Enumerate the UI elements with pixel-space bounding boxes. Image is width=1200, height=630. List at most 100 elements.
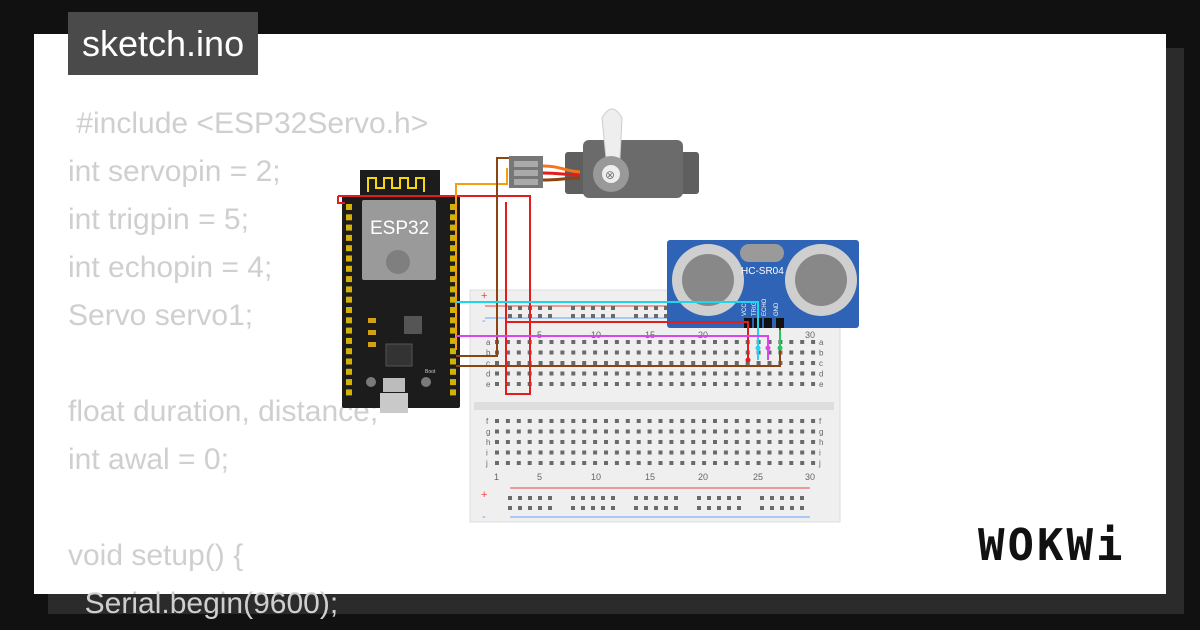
esp32-pin[interactable]: [346, 389, 352, 396]
esp32-pin[interactable]: [346, 234, 352, 241]
rail-hole[interactable]: [664, 306, 668, 310]
breadboard-hole[interactable]: [756, 450, 761, 455]
breadboard-hole[interactable]: [593, 382, 598, 386]
breadboard-hole[interactable]: [560, 461, 565, 465]
breadboard-hole[interactable]: [647, 350, 652, 355]
breadboard-hole[interactable]: [723, 350, 728, 355]
breadboard-hole[interactable]: [571, 429, 576, 434]
esp32-pin[interactable]: [346, 265, 352, 272]
breadboard-hole[interactable]: [538, 419, 543, 423]
breadboard-hole[interactable]: [625, 361, 630, 365]
breadboard-hole[interactable]: [658, 361, 663, 365]
rail-hole[interactable]: [664, 314, 668, 318]
rail-hole[interactable]: [707, 506, 711, 510]
breadboard-hole[interactable]: [593, 371, 598, 376]
breadboard-hole[interactable]: [516, 419, 521, 423]
breadboard-hole[interactable]: [538, 340, 543, 344]
breadboard-hole[interactable]: [789, 450, 794, 455]
rail-hole[interactable]: [571, 506, 575, 510]
breadboard-hole[interactable]: [734, 440, 739, 444]
breadboard-hole[interactable]: [636, 429, 641, 434]
breadboard-hole[interactable]: [636, 382, 641, 386]
breadboard-hole[interactable]: [702, 429, 707, 434]
rail-hole[interactable]: [790, 496, 794, 500]
breadboard-hole[interactable]: [778, 419, 783, 423]
breadboard-hole[interactable]: [625, 371, 630, 376]
breadboard-hole[interactable]: [636, 371, 641, 376]
breadboard-hole[interactable]: [604, 371, 608, 376]
breadboard-hole[interactable]: [647, 450, 652, 455]
rail-hole[interactable]: [571, 496, 575, 500]
breadboard-hole[interactable]: [614, 440, 619, 444]
rail-hole[interactable]: [611, 306, 615, 310]
esp32-pin[interactable]: [346, 204, 352, 210]
breadboard-hole[interactable]: [582, 350, 587, 355]
breadboard-hole[interactable]: [756, 429, 761, 434]
rail-hole[interactable]: [591, 506, 595, 510]
breadboard-hole[interactable]: [734, 350, 739, 355]
breadboard-hole[interactable]: [625, 450, 630, 455]
breadboard-hole[interactable]: [636, 350, 641, 355]
breadboard-hole[interactable]: [811, 371, 816, 376]
breadboard-hole[interactable]: [734, 450, 739, 455]
file-tab[interactable]: sketch.ino: [68, 12, 259, 75]
breadboard-hole[interactable]: [582, 361, 587, 365]
breadboard-hole[interactable]: [571, 350, 576, 355]
rail-hole[interactable]: [508, 506, 512, 510]
breadboard-hole[interactable]: [516, 340, 521, 344]
breadboard-hole[interactable]: [669, 371, 674, 376]
rail-hole[interactable]: [800, 506, 804, 510]
esp32-pin[interactable]: [346, 327, 352, 334]
breadboard-hole[interactable]: [778, 429, 783, 434]
esp32-pin[interactable]: [450, 358, 456, 365]
breadboard-hole[interactable]: [680, 440, 685, 444]
breadboard-hole[interactable]: [734, 340, 739, 344]
breadboard-hole[interactable]: [800, 361, 805, 365]
breadboard-hole[interactable]: [811, 382, 816, 386]
breadboard-hole[interactable]: [505, 350, 510, 355]
breadboard-hole[interactable]: [658, 419, 663, 423]
breadboard-hole[interactable]: [495, 382, 499, 386]
rail-hole[interactable]: [518, 314, 522, 318]
esp32-pin[interactable]: [450, 276, 456, 283]
breadboard-hole[interactable]: [625, 419, 630, 423]
rail-hole[interactable]: [548, 314, 552, 318]
breadboard-hole[interactable]: [647, 340, 652, 344]
breadboard-hole[interactable]: [778, 382, 783, 386]
breadboard-hole[interactable]: [582, 440, 587, 444]
breadboard-hole[interactable]: [571, 440, 576, 444]
breadboard-hole[interactable]: [614, 461, 619, 465]
breadboard-hole[interactable]: [723, 440, 728, 444]
rail-hole[interactable]: [571, 314, 575, 318]
wires[interactable]: [337, 157, 783, 395]
rail-hole[interactable]: [800, 496, 804, 500]
sensor-pin[interactable]: [776, 318, 784, 328]
breadboard-hole[interactable]: [734, 461, 739, 465]
esp32-pin[interactable]: [346, 276, 352, 283]
esp32-pin[interactable]: [450, 214, 456, 221]
breadboard-hole[interactable]: [756, 371, 761, 376]
esp32-pin[interactable]: [346, 368, 352, 375]
breadboard-hole[interactable]: [811, 340, 816, 344]
breadboard-hole[interactable]: [516, 382, 521, 386]
esp32-pin[interactable]: [450, 379, 456, 386]
breadboard-hole[interactable]: [767, 382, 772, 386]
rail-hole[interactable]: [548, 496, 552, 500]
breadboard-hole[interactable]: [789, 371, 794, 376]
breadboard-hole[interactable]: [582, 340, 587, 344]
breadboard-hole[interactable]: [691, 340, 696, 344]
breadboard-hole[interactable]: [713, 429, 717, 434]
breadboard-hole[interactable]: [669, 429, 674, 434]
breadboard-hole[interactable]: [604, 350, 608, 355]
breadboard-hole[interactable]: [658, 440, 663, 444]
breadboard-hole[interactable]: [571, 450, 576, 455]
rail-hole[interactable]: [528, 496, 532, 500]
breadboard-hole[interactable]: [549, 350, 554, 355]
breadboard-hole[interactable]: [800, 461, 805, 465]
breadboard-hole[interactable]: [691, 450, 696, 455]
esp32-pin[interactable]: [450, 204, 456, 210]
esp32-pin[interactable]: [450, 317, 456, 324]
breadboard-hole[interactable]: [593, 361, 598, 365]
rail-hole[interactable]: [737, 506, 741, 510]
rail-hole[interactable]: [518, 506, 522, 510]
